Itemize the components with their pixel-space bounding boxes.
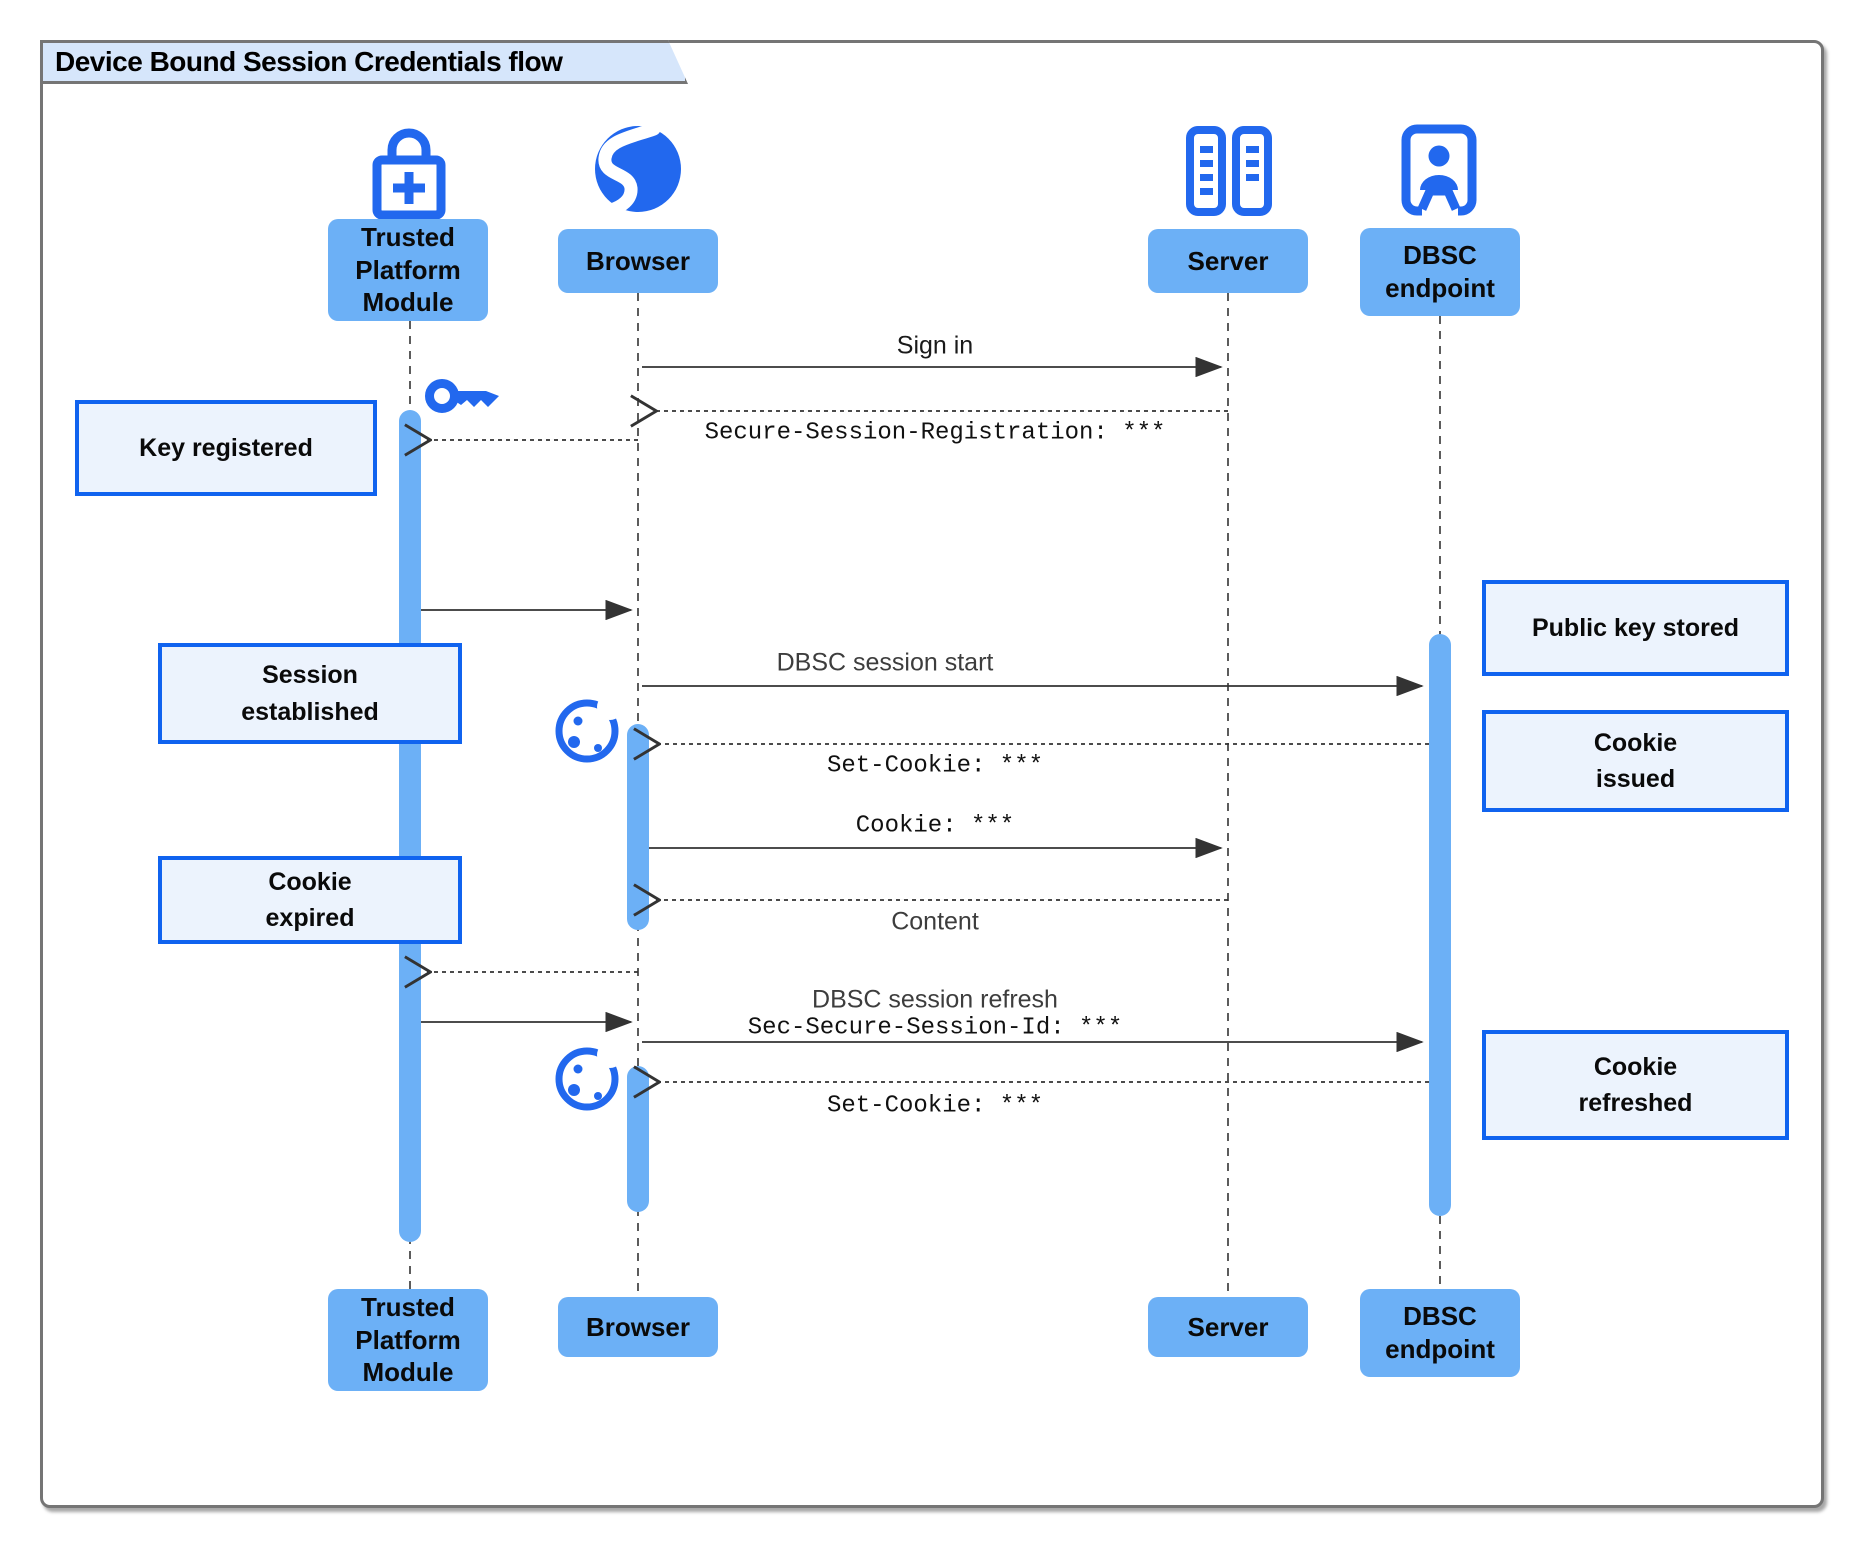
message-sign-in: Sign in [896,331,974,360]
message-cookie: Cookie: *** [855,812,1015,840]
actor-dbsc-label: DBSC endpoint [1385,240,1495,303]
actor-dbsc-top: DBSC endpoint [1360,228,1520,316]
cookie-icon [559,1042,623,1107]
actor-server-bottom: Server [1148,1297,1308,1357]
note-cookie-issued: Cookie issued [1482,710,1789,812]
actor-dbsc-bottom: DBSC endpoint [1360,1289,1520,1377]
actor-browser-label: Browser [585,245,691,276]
globe-icon [595,122,681,217]
actor-server-top: Server [1148,229,1308,293]
actor-browser-label: Browser [585,1311,691,1342]
note-cookie-expired: Cookie expired [158,856,462,944]
diagram-title-tab: Device Bound Session Credentials flow [40,40,688,84]
note-session-established-label: Session established [241,661,379,726]
actor-tpm-top: Trusted Platform Module [328,219,488,321]
message-secure-session-registration: Secure-Session-Registration: *** [704,419,1166,447]
actor-browser-bottom: Browser [558,1297,718,1357]
message-set-cookie-2: Set-Cookie: *** [826,1092,1044,1120]
key-icon [425,379,499,413]
note-cookie-expired-label: Cookie expired [265,867,355,932]
actor-server-label: Server [1187,245,1269,276]
activation-browser-1 [627,724,649,930]
note-cookie-refreshed: Cookie refreshed [1482,1030,1789,1140]
actor-tpm-label: Trusted Platform Module [355,1291,461,1388]
activation-browser-2 [627,1066,649,1212]
diagram-title: Device Bound Session Credentials flow [55,46,563,77]
note-cookie-issued-label: Cookie issued [1593,728,1678,793]
note-cookie-refreshed-label: Cookie refreshed [1578,1052,1693,1117]
note-key-registered-label: Key registered [139,433,313,462]
cookie-icon [555,694,623,763]
message-set-cookie-1: Set-Cookie: *** [826,752,1044,780]
actor-dbsc-label: DBSC endpoint [1385,1301,1495,1364]
actor-tpm-bottom: Trusted Platform Module [328,1289,488,1391]
note-public-key-stored-label: Public key stored [1531,613,1740,642]
activation-tpm [399,410,421,1242]
server-icon [1186,126,1272,216]
activation-dbsc [1429,634,1451,1216]
actor-tpm-label: Trusted Platform Module [355,221,461,318]
message-sec-secure-session-id: Sec-Secure-Session-Id: *** [747,1014,1123,1042]
actor-browser-top: Browser [558,229,718,293]
lock-plus-icon [372,128,446,220]
message-content: Content [891,907,979,936]
id-badge-icon [1401,124,1477,216]
actor-server-label: Server [1187,1311,1269,1342]
note-public-key-stored: Public key stored [1482,580,1789,676]
note-session-established: Session established [158,643,462,744]
note-key-registered: Key registered [75,400,377,496]
message-dbsc-session-refresh: DBSC session refresh [812,985,1058,1014]
message-dbsc-session-start: DBSC session start [776,648,994,677]
